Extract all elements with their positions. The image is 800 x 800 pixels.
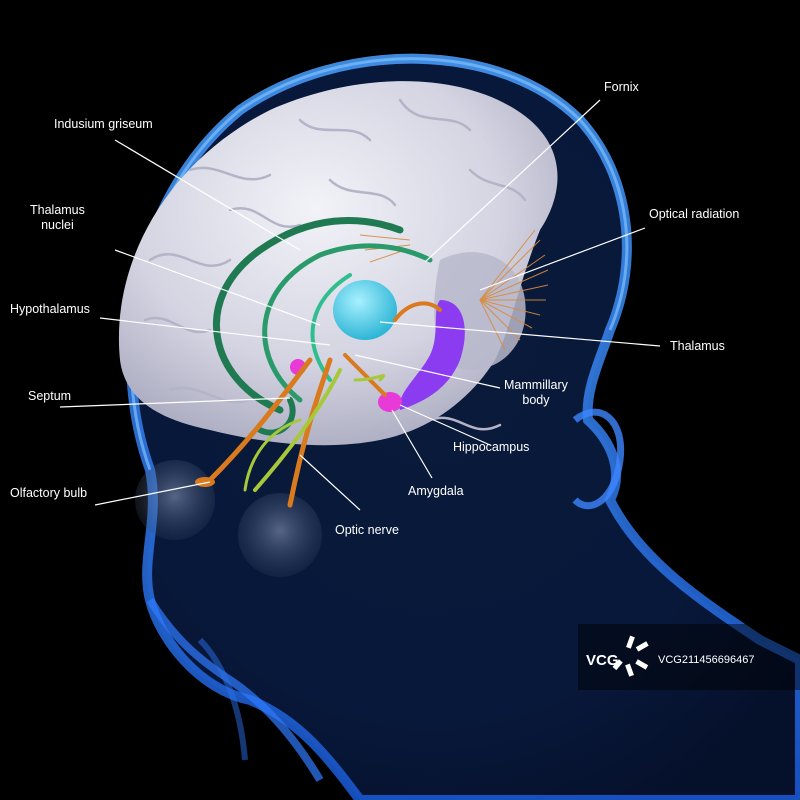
amygdala-body: [378, 392, 402, 412]
label-hypothalamus: Hypothalamus: [10, 302, 90, 316]
label-septum: Septum: [28, 389, 72, 403]
label-optical-radiation: Optical radiation: [649, 207, 740, 221]
label-amygdala: Amygdala: [408, 484, 464, 498]
label-olfactory-bulb: Olfactory bulb: [10, 486, 88, 500]
thalamus-body: [333, 280, 397, 340]
label-mammillary-body: Mammillary body: [504, 378, 568, 407]
eye-right: [238, 493, 322, 577]
label-hippocampus: Hippocampus: [453, 440, 530, 454]
leader-lines: [59, 99, 661, 511]
watermark-id: VCG211456696467: [658, 654, 755, 666]
olfactory-tracts: [243, 368, 386, 492]
label-indusium-griseum: Indusium griseum: [54, 117, 153, 131]
watermark: VCG: [578, 624, 800, 690]
eye-left: [135, 460, 215, 540]
label-optic-nerve: Optic nerve: [335, 523, 399, 537]
label-thalamus-nuclei: Thalamus nuclei: [30, 203, 85, 232]
watermark-brand: VCG: [586, 652, 619, 669]
vcg-logo: VCG: [586, 635, 649, 677]
olfactory-bulb-shape: [195, 477, 215, 487]
label-fornix: Fornix: [604, 80, 639, 94]
label-thalamus: Thalamus: [670, 339, 725, 353]
